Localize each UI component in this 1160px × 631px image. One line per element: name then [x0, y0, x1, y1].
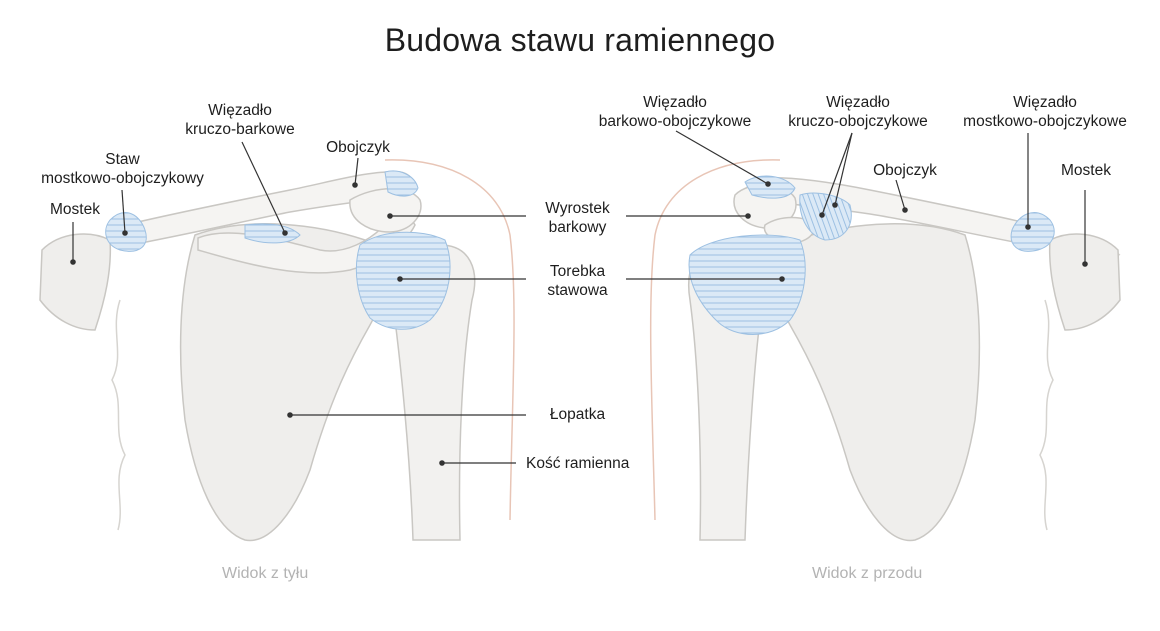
label-sternoclavicular-ligament: Więzadło mostkowo-obojczykowe: [945, 93, 1145, 131]
label-line: mostkowo-obojczykowe: [963, 113, 1127, 130]
label-sternum-left: Mostek: [50, 201, 100, 218]
label-line: barkowo-obojczykowe: [598, 113, 752, 130]
sternum-back: [39, 233, 112, 331]
sc-ligament-front: [1010, 212, 1055, 252]
label-line: Więzadło: [643, 94, 707, 111]
label-acromion: Wyrostek barkowy: [525, 199, 630, 237]
back-view: [39, 141, 526, 542]
label-humerus: Kość ramienna: [526, 455, 630, 472]
caption-back-view: Widok z tyłu: [222, 565, 309, 582]
scapula-back: [179, 223, 380, 542]
joint-capsule-back: [355, 231, 451, 330]
label-line: barkowy: [548, 219, 607, 236]
label-line: kruczo-barkowe: [185, 121, 295, 138]
label-sternoclavicular-joint: Staw mostkowo-obojczykowy: [25, 150, 220, 188]
label-line: Więzadło: [1013, 94, 1077, 111]
coracoacromial-ligament-back: [244, 223, 301, 244]
label-line: mostkowo-obojczykowy: [41, 170, 204, 187]
label-clavicle-right: Obojczyk: [873, 162, 937, 179]
acromion-back: [349, 188, 422, 233]
label-sternum-right: Mostek: [1061, 162, 1111, 179]
joint-capsule-front: [688, 234, 806, 335]
leader-lines-front: [626, 130, 1088, 282]
leader-lines-back: [70, 141, 526, 466]
coracoclavicular-ligament-front: [799, 192, 852, 241]
caption-front-view: Widok z przodu: [812, 565, 923, 582]
front-view: [626, 130, 1121, 542]
label-line: kruczo-obojczykowe: [788, 113, 928, 130]
label-scapula: Łopatka: [549, 406, 606, 423]
label-acromioclavicular-ligament: Więzadło barkowo-obojczykowe: [580, 93, 770, 131]
label-coracoacromial-ligament: Więzadło kruczo-barkowe: [165, 101, 315, 139]
label-line: Wyrostek: [545, 200, 610, 217]
label-coracoclavicular-ligament: Więzadło kruczo-obojczykowe: [772, 93, 944, 131]
scapula-front: [780, 223, 981, 542]
diagram-title: Budowa stawu ramiennego: [384, 22, 776, 58]
label-line: stawowa: [547, 282, 608, 299]
label-line: Staw: [105, 151, 140, 168]
skin-outline-front: [649, 159, 781, 521]
sternum-front: [1048, 233, 1121, 331]
skin-outline-back: [384, 159, 515, 521]
label-clavicle-left: Obojczyk: [326, 139, 390, 156]
ac-ligament-front: [744, 175, 796, 199]
label-line: Więzadło: [826, 94, 890, 111]
label-joint-capsule: Torebka stawowa: [525, 262, 630, 300]
label-line: Więzadło: [208, 102, 272, 119]
label-line: Torebka: [549, 263, 606, 280]
ac-ligament-back: [384, 170, 419, 197]
